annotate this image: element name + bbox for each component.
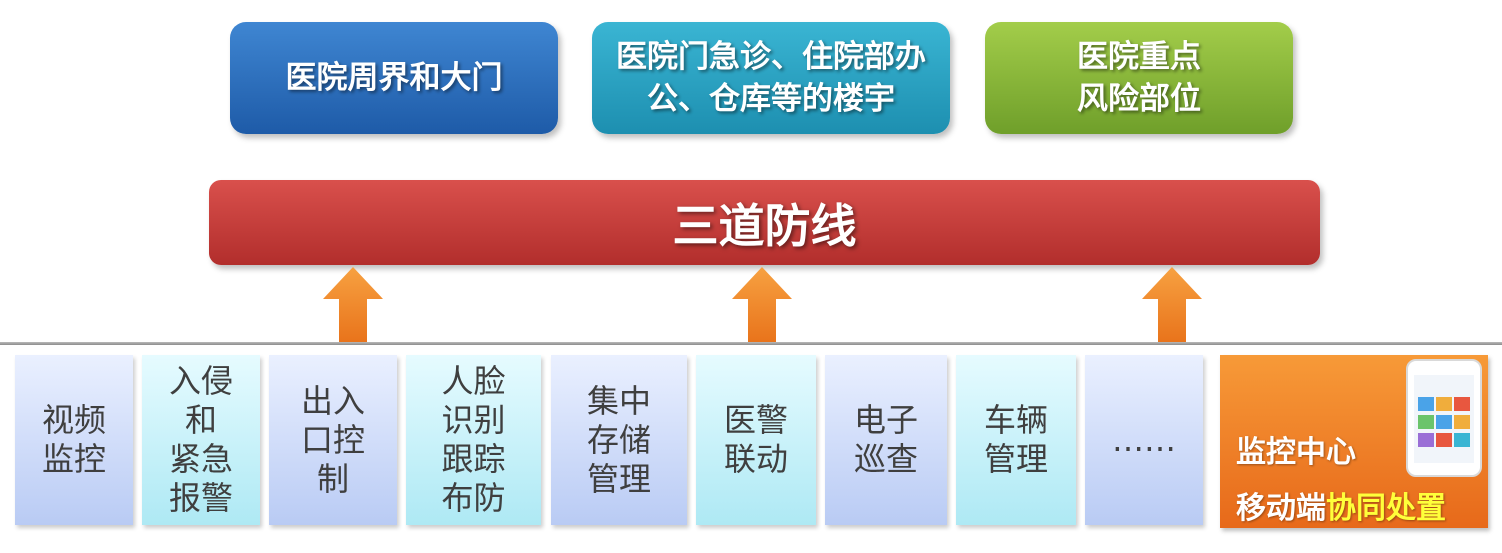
subsystem-more: …… — [1085, 355, 1203, 525]
subsystem-label: 人脸 识别 跟踪 布防 — [441, 362, 506, 517]
mobile-prefix: 移动端 — [1236, 491, 1326, 526]
subsystem-face-recognition: 人脸 识别 跟踪 布防 — [406, 355, 541, 525]
subsystem-label: 集中 存储 管理 — [586, 381, 651, 498]
defense-label: 医院周界和大门 — [285, 60, 503, 96]
subsystem-label: 视频 监控 — [41, 401, 106, 478]
mobile-collaboration-label: 移动端协同处置 — [1236, 483, 1446, 527]
bar-label: 三道防线 — [672, 198, 857, 253]
subsystem-label: 医警 联动 — [723, 401, 788, 478]
three-defense-lines-bar: 三道防线 — [209, 180, 1320, 265]
mobile-highlight: 协同处置 — [1326, 491, 1446, 526]
subsystem-label: …… — [1112, 420, 1176, 459]
subsystem-central-storage: 集中 存储 管理 — [551, 355, 687, 525]
arrow-up-icon — [1142, 267, 1202, 345]
subsystem-intrusion-alarm: 入侵 和 紧急 报警 — [142, 355, 260, 525]
subsystem-vehicle-management: 车辆 管理 — [956, 355, 1076, 525]
subsystem-police-linkage: 医警 联动 — [696, 355, 816, 525]
subsystem-label: 车辆 管理 — [983, 401, 1048, 478]
arrow-up-icon — [323, 267, 383, 345]
monitor-center-title: 监控中心 — [1236, 435, 1356, 470]
subsystem-video-surveillance: 视频 监控 — [15, 355, 133, 525]
defense-label: 医院重点 风险部位 — [1077, 39, 1201, 117]
subsystem-label: 电子 巡查 — [853, 401, 918, 478]
mobile-phone-icon — [1406, 359, 1482, 477]
defense-box-perimeter: 医院周界和大门 — [230, 22, 558, 134]
defense-box-buildings: 医院门急诊、住院部办 公、仓库等的楼宇 — [592, 22, 950, 134]
defense-label: 医院门急诊、住院部办 公、仓库等的楼宇 — [616, 39, 926, 117]
subsystem-access-control: 出入 口控 制 — [269, 355, 397, 525]
monitor-center-box: 监控中心 移动端协同处置 — [1220, 355, 1488, 528]
subsystem-label: 入侵 和 紧急 报警 — [168, 362, 233, 517]
subsystem-electronic-patrol: 电子 巡查 — [825, 355, 947, 525]
arrow-up-icon — [732, 267, 792, 345]
divider-line — [0, 342, 1502, 345]
subsystem-label: 出入 口控 制 — [300, 381, 365, 498]
phone-screen — [1414, 375, 1474, 463]
defense-box-key-areas: 医院重点 风险部位 — [985, 22, 1293, 134]
